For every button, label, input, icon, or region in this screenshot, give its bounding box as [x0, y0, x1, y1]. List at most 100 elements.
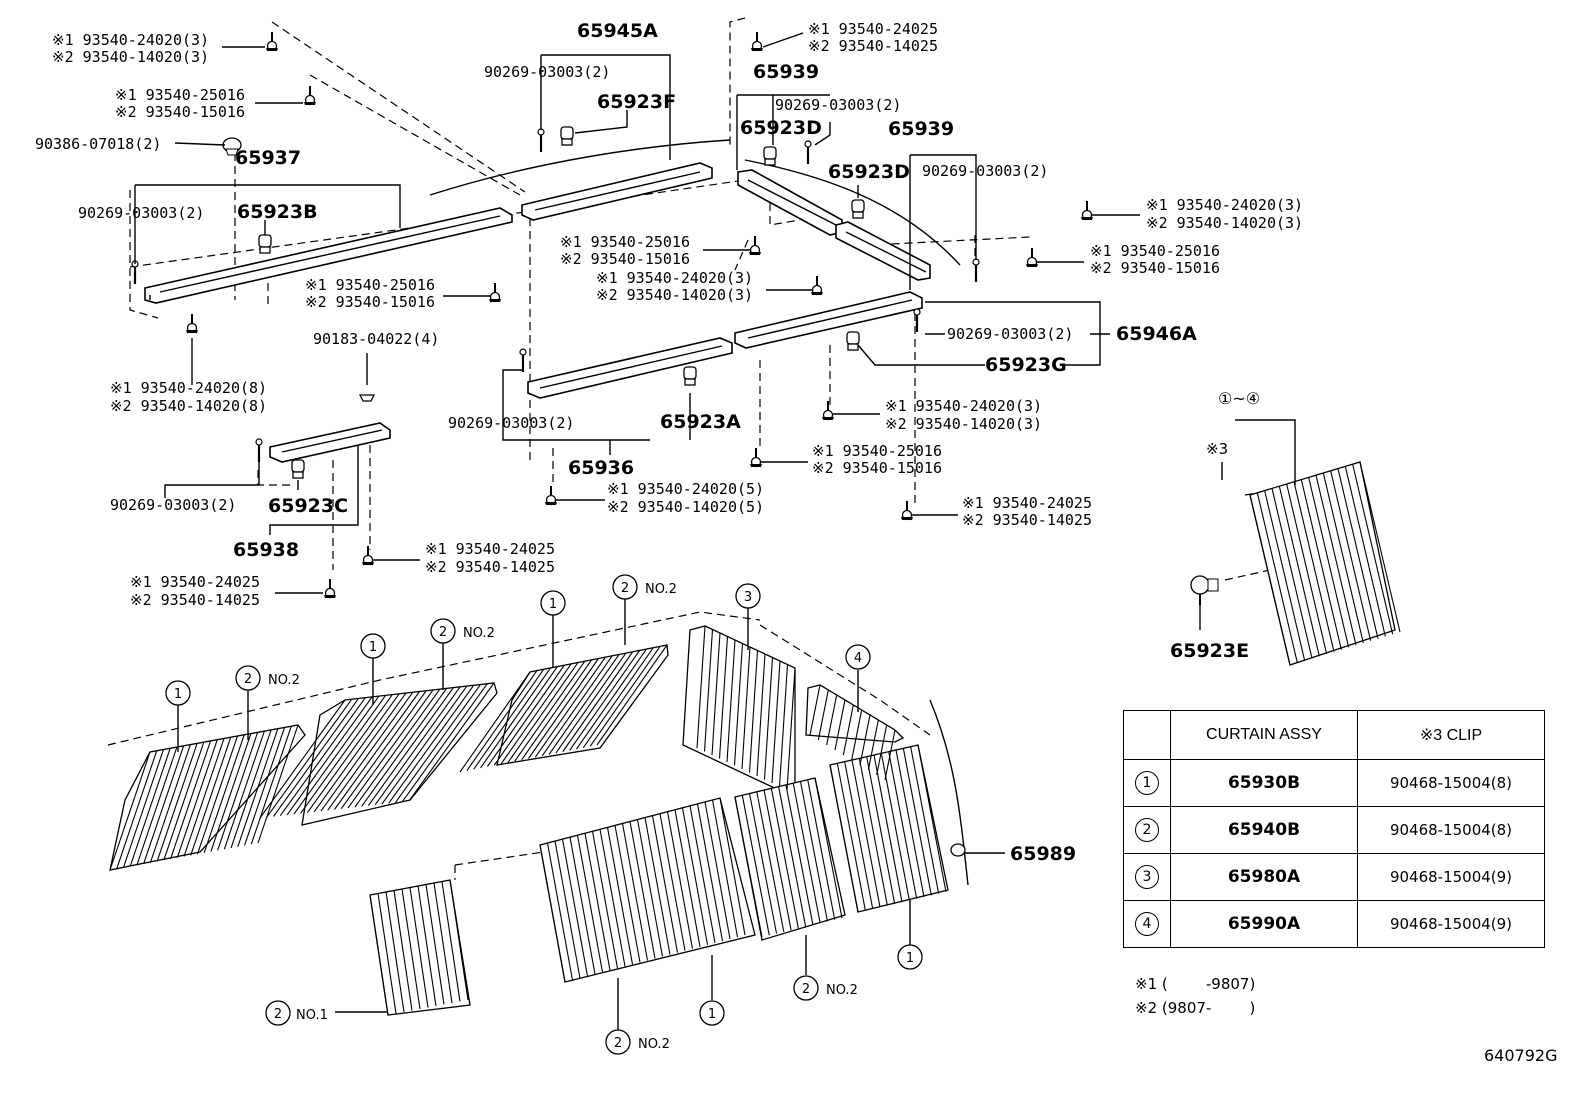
label-l36: 65938	[233, 539, 299, 561]
assy-part-number: 65940B	[1170, 806, 1358, 854]
callout-2: 2	[430, 618, 456, 644]
leader-lines	[134, 32, 1296, 1030]
rail-65945A[interactable]	[521, 162, 713, 221]
callout-2: 2	[235, 665, 261, 691]
svg-text:1: 1	[174, 687, 182, 702]
svg-text:NO.1: NO.1	[296, 1008, 328, 1023]
svg-text:2: 2	[439, 625, 447, 640]
label-l21a: ※1 93540-24020(3)	[1146, 196, 1303, 214]
label-l27: 90269-03003(2)	[448, 414, 574, 432]
curtain-panel-4[interactable]	[805, 684, 905, 743]
bolt-90183	[358, 394, 376, 402]
rail-65936[interactable]	[527, 337, 733, 399]
diagram-id: 640792G	[1484, 1046, 1558, 1065]
svg-text:2: 2	[621, 581, 629, 596]
label-l10: 90269-03003(2)	[484, 63, 610, 81]
svg-text:1: 1	[549, 597, 557, 612]
rail-65939-right[interactable]	[835, 221, 931, 281]
label-l12a: ※1 93540-25016	[560, 233, 690, 251]
label-l37b: ※2 93540-14025	[425, 558, 555, 576]
position-tags: NO.2 NO.2 NO.2 NO.2 NO.2 NO.1	[268, 582, 858, 1052]
label-l01a: ※1 93540-24020(3)	[52, 31, 209, 49]
callout-1: 1	[897, 944, 923, 970]
rail-65939-left[interactable]	[737, 169, 843, 236]
svg-text:2: 2	[244, 672, 252, 687]
row-number: 3	[1135, 865, 1159, 889]
table-row: 2 65940B 90468-15004(8)	[1123, 806, 1545, 854]
label-l07a: ※1 93540-25016	[305, 276, 435, 294]
label-l30a: ※1 93540-24020(3)	[885, 397, 1042, 415]
callout-1: 1	[699, 1000, 725, 1026]
label-l07b: ※2 93540-15016	[305, 293, 435, 311]
part-labels: ※1 93540-24020(3) ※2 93540-14020(3) ※1 9…	[35, 20, 1303, 865]
label-l02a: ※1 93540-25016	[115, 86, 245, 104]
curtain-panel-1a[interactable]	[109, 724, 306, 871]
label-l08a: ※1 93540-24020(8)	[110, 379, 267, 397]
rail-65938[interactable]	[269, 422, 391, 463]
label-l15: 65939	[753, 61, 819, 83]
clip-part-number: 90468-15004(9)	[1357, 853, 1545, 901]
legend-header-assy: CURTAIN ASSY	[1170, 710, 1358, 760]
label-l04: 65937	[235, 147, 301, 169]
label-l28: 65923A	[660, 411, 741, 433]
label-l05: 90269-03003(2)	[78, 204, 204, 222]
svg-text:3: 3	[744, 590, 752, 605]
label-l38b: ※2 93540-14025	[130, 591, 260, 609]
label-l29: 65936	[568, 457, 634, 479]
row-number: 2	[1135, 818, 1159, 842]
label-l22b: ※2 93540-15016	[1090, 259, 1220, 277]
label-l06: 65923B	[237, 201, 318, 223]
label-l32a: ※1 93540-24020(5)	[607, 480, 764, 498]
callout-1: 1	[540, 590, 566, 616]
rail-65946A[interactable]	[734, 291, 923, 349]
label-l14b: ※2 93540-14025	[808, 37, 938, 55]
label-l32b: ※2 93540-14020(5)	[607, 498, 764, 516]
svg-text:NO.2: NO.2	[463, 626, 495, 641]
label-l20: 90269-03003(2)	[922, 162, 1048, 180]
label-l22a: ※1 93540-25016	[1090, 242, 1220, 260]
svg-text:NO.2: NO.2	[645, 582, 677, 597]
callout-2: 2	[265, 1000, 291, 1026]
label-l34: 90269-03003(2)	[110, 496, 236, 514]
row-number: 4	[1135, 912, 1159, 936]
label-l39: ①~④	[1218, 389, 1260, 408]
label-l19: 65923D	[828, 161, 910, 183]
assy-part-number: 65990A	[1170, 900, 1358, 948]
assy-part-number: 65980A	[1170, 853, 1358, 901]
label-l40: ※3	[1206, 440, 1228, 458]
table-row: 4 65990A 90468-15004(9)	[1123, 900, 1545, 948]
callout-circles: 1 2 1 2 1 2 3 4 1 2 1 2 2	[165, 574, 923, 1055]
label-l42: 65989	[1010, 843, 1076, 865]
svg-text:1: 1	[906, 951, 914, 966]
label-l33b: ※2 93540-14025	[962, 511, 1092, 529]
svg-text:2: 2	[274, 1007, 282, 1022]
label-l13b: ※2 93540-14020(3)	[596, 286, 753, 304]
callout-1: 1	[360, 633, 386, 659]
callout-4: 4	[845, 644, 871, 670]
label-l24: 65946A	[1116, 323, 1197, 345]
curtain-panel-right[interactable]	[829, 744, 949, 913]
label-l31b: ※2 93540-15016	[812, 459, 942, 477]
svg-text:1: 1	[708, 1007, 716, 1022]
svg-text:NO.2: NO.2	[826, 983, 858, 998]
callout-2: 2	[612, 574, 638, 600]
callout-2: 2	[793, 975, 819, 1001]
svg-text:2: 2	[802, 982, 810, 997]
label-l37a: ※1 93540-24025	[425, 540, 555, 558]
assy-part-number: 65930B	[1170, 759, 1358, 807]
label-l13a: ※1 93540-24020(3)	[596, 269, 753, 287]
clip-65923E	[1190, 575, 1219, 605]
label-l03: 90386-07018(2)	[35, 135, 161, 153]
curtain-panels	[109, 461, 1401, 1016]
svg-text:2: 2	[614, 1036, 622, 1051]
cap-90386	[222, 137, 242, 156]
label-l09: 65945A	[577, 20, 658, 42]
rail-65937[interactable]	[144, 207, 513, 304]
label-l16: 90269-03003(2)	[775, 96, 901, 114]
clip-part-number: 90468-15004(9)	[1357, 900, 1545, 948]
fasteners	[130, 31, 1219, 857]
label-l38a: ※1 93540-24025	[130, 573, 260, 591]
label-l08b: ※2 93540-14020(8)	[110, 397, 267, 415]
label-l41: 65923E	[1170, 640, 1249, 662]
